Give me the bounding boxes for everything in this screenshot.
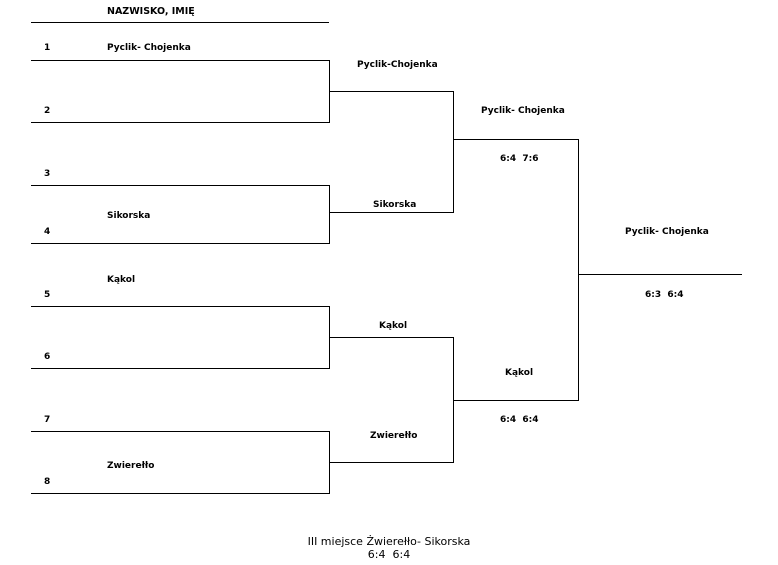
seed-number: 4 xyxy=(44,227,51,237)
seed-number: 7 xyxy=(44,415,51,425)
round2-winner-3: Kąkol xyxy=(379,321,408,331)
seed-number: 5 xyxy=(44,290,51,300)
slot-line-7 xyxy=(31,431,330,432)
slot-line-8 xyxy=(31,493,330,494)
semifinal-winner-2: Kąkol xyxy=(505,368,534,378)
semifinal-line-1 xyxy=(453,139,579,140)
final-line xyxy=(578,274,742,275)
slot-line-6 xyxy=(31,368,330,369)
bracket-header-title: NAZWISKO, IMIĘ xyxy=(107,6,195,17)
slot-line-2 xyxy=(31,122,330,123)
player-name-slot-5: Kąkol xyxy=(107,275,136,285)
seed-number: 1 xyxy=(44,43,51,53)
third-place-line: III miejsce Żwierełło- Sikorska xyxy=(307,535,471,548)
final-winner: Pyclik- Chojenka xyxy=(625,227,709,237)
semifinal-winner-1: Pyclik- Chojenka xyxy=(481,106,565,116)
slot-line-1 xyxy=(31,60,330,61)
round2-winner-1: Pyclik-Chojenka xyxy=(357,60,438,70)
connector-semifinal xyxy=(578,139,579,401)
round2-winner-4: Zwierełło xyxy=(370,431,418,441)
header-underline xyxy=(31,22,329,23)
third-place-score: 6:4 6:4 xyxy=(367,548,411,561)
round2-line-4 xyxy=(329,462,454,463)
slot-line-3 xyxy=(31,185,330,186)
round2-winner-2: Sikorska xyxy=(373,200,417,210)
slot-line-4 xyxy=(31,243,330,244)
final-score: 6:3 6:4 xyxy=(645,290,684,300)
connector-3-4 xyxy=(329,185,330,244)
seed-number: 6 xyxy=(44,352,51,362)
semifinal-score-2: 6:4 6:4 xyxy=(500,415,539,425)
round2-line-1 xyxy=(329,91,454,92)
semifinal-line-2 xyxy=(453,400,579,401)
slot-line-5 xyxy=(31,306,330,307)
connector-round2-top xyxy=(453,91,454,213)
round2-line-3 xyxy=(329,337,454,338)
seed-number: 8 xyxy=(44,477,51,487)
seed-number: 2 xyxy=(44,106,51,116)
semifinal-score-1: 6:4 7:6 xyxy=(500,154,539,164)
player-name-slot-1: Pyclik- Chojenka xyxy=(107,43,191,53)
seed-number: 3 xyxy=(44,169,51,179)
player-name-slot-4: Sikorska xyxy=(107,211,151,221)
player-name-slot-8: Zwierełło xyxy=(107,461,155,471)
round2-line-2 xyxy=(329,212,454,213)
